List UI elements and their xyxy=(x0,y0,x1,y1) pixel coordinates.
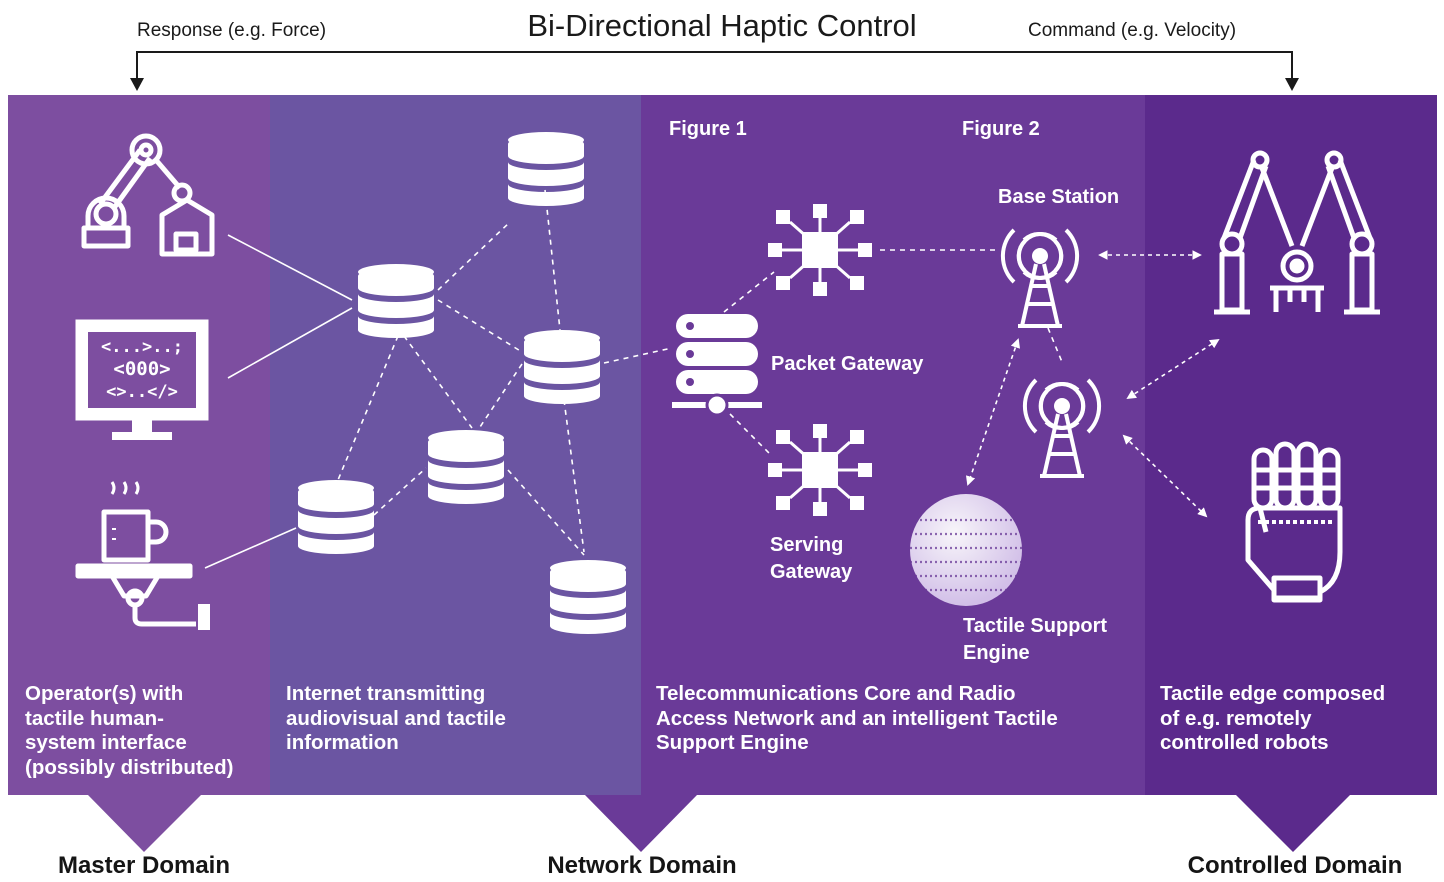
panel-network-pointer xyxy=(585,795,697,852)
connections xyxy=(204,189,1220,569)
panel-master-pointer xyxy=(88,795,201,852)
tactile-engine-label: Tactile Support Engine xyxy=(963,615,1108,664)
tea-tray-robot-icon xyxy=(75,481,210,630)
link-tray-db xyxy=(204,527,297,569)
dotted-sphere-icon xyxy=(910,494,1022,606)
serving-gateway-label: Serving Gateway xyxy=(770,534,853,583)
figure1-label: Figure 1 xyxy=(669,118,747,140)
robot-arm-icon xyxy=(81,133,215,257)
svg-text:<...>..;: <...>..; xyxy=(101,337,183,357)
computer-code-icon: <...>..; <000> <>..</> xyxy=(75,319,209,440)
link-computer-db xyxy=(227,307,353,379)
controlled-domain-label: Controlled Domain xyxy=(1187,852,1403,879)
network-domain-label: Network Domain xyxy=(547,852,737,879)
svg-text:<>..</>: <>..</> xyxy=(106,382,178,402)
internet-description: Internet transmitting audiovisual and ta… xyxy=(286,682,506,754)
link-robot-db xyxy=(227,234,353,301)
response-label: Response (e.g. Force) xyxy=(137,20,327,41)
master-description: Operator(s) with tactile human- system i… xyxy=(25,682,234,779)
telecom-description: Telecommunications Core and Radio Access… xyxy=(656,682,1058,754)
panel-telecom xyxy=(641,95,1145,795)
packet-gateway-label: Packet Gateway xyxy=(771,353,924,375)
server-rack-icon xyxy=(672,314,762,417)
figure2-label: Figure 2 xyxy=(962,118,1040,140)
page-title: Bi-Directional Haptic Control xyxy=(527,8,917,43)
master-domain-label: Master Domain xyxy=(57,852,231,879)
bidirectional-arrow xyxy=(130,51,1299,91)
command-label: Command (e.g. Velocity) xyxy=(1028,20,1237,41)
controlled-description: Tactile edge composed of e.g. remotely c… xyxy=(1160,682,1386,754)
panel-master xyxy=(8,95,270,795)
robotic-hand-icon xyxy=(1245,441,1343,603)
panel-controlled-pointer xyxy=(1236,795,1350,852)
base-station-label: Base Station xyxy=(998,186,1120,208)
svg-text:<000>: <000> xyxy=(113,358,170,380)
dual-robot-arm-icon xyxy=(1214,150,1380,315)
domain-panels xyxy=(8,95,1437,852)
